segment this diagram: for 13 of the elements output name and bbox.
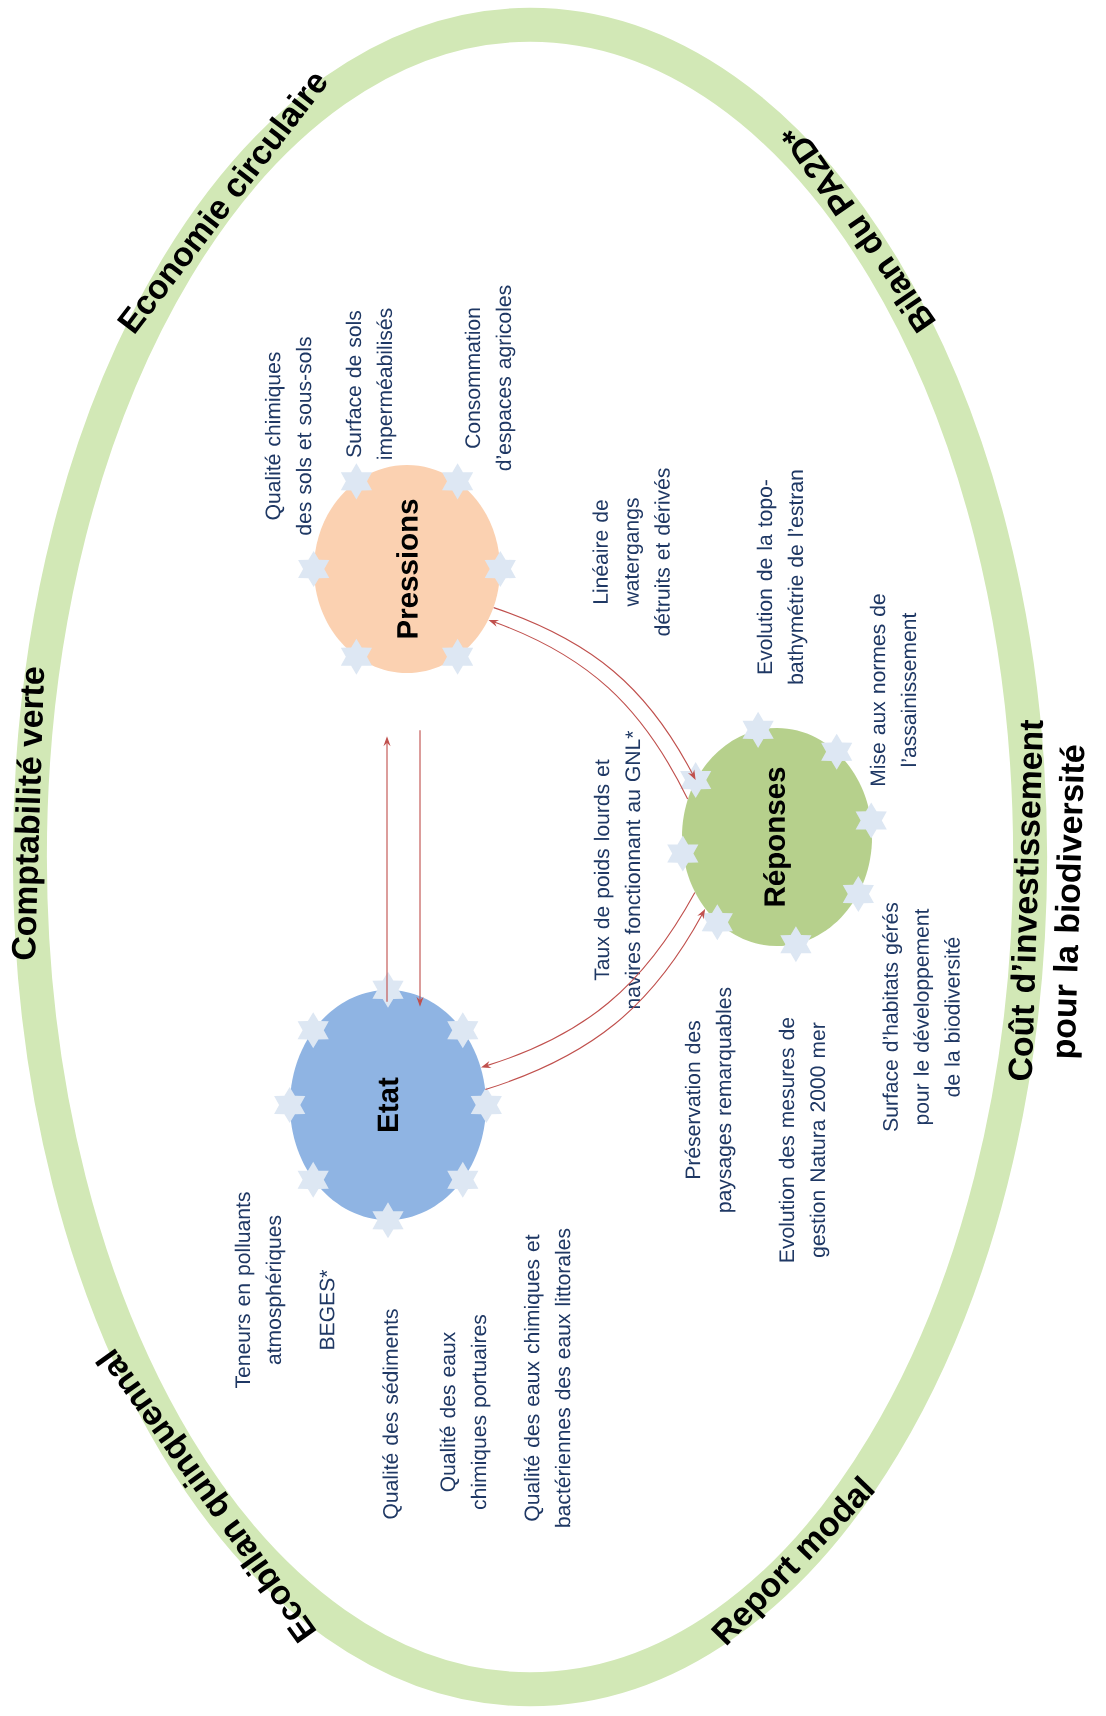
indicator-label: Linéaire de watergangs détruits et dérivés — [592, 468, 670, 636]
indicator-label: Qualité des eaux chimiques portuaires — [439, 1314, 491, 1509]
indicator-label: Evolution des mesures de gestion Natura 2000 mer — [778, 1017, 830, 1262]
indicator-label: Préservation des paysages remarquables — [684, 987, 736, 1212]
indicator-label: BEGES* — [319, 1269, 335, 1349]
indicator-label: Qualité des eaux chimiques et bactériennes des eaux littorales — [523, 1228, 571, 1527]
indicator-label: Surface de sols imperméabilisés — [345, 308, 397, 459]
band-label: Coût d’investissement pour la biodiversité — [1008, 720, 1085, 1080]
band-label: Comptabilité verte — [11, 667, 45, 960]
ring-band — [11, 7, 1085, 1707]
indicator-label: Taux de poids lourds et navires fonctionnant au GNL* — [593, 730, 641, 1009]
indicator-label: Evolution de la topo-bathymétrie de l’estran — [756, 470, 808, 684]
indicator-label: Qualité des sédiments — [382, 1309, 402, 1519]
